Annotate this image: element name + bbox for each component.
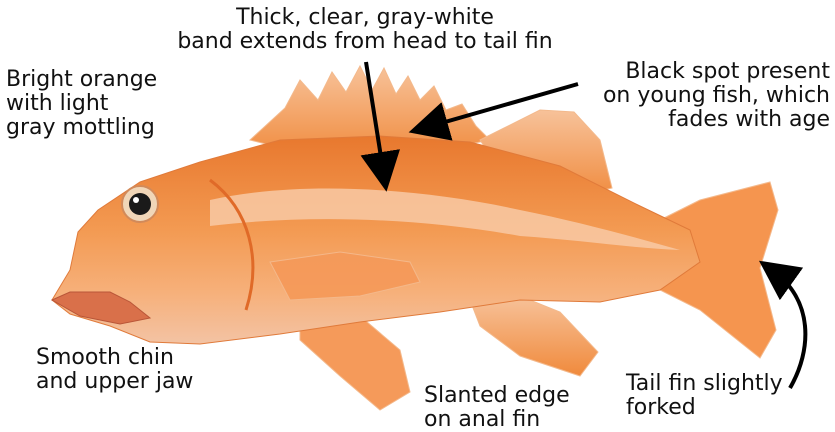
label-tail-line-1: Tail fin slightly: [626, 372, 783, 396]
label-tail: Tail fin slightly forked: [626, 372, 783, 420]
label-band-line-2: band extends from head to tail fin: [170, 30, 560, 54]
label-orange-line-3: gray mottling: [6, 116, 157, 140]
label-spot: Black spot present on young fish, which …: [560, 60, 830, 132]
label-spot-line-3: fades with age: [560, 108, 830, 132]
label-chin-line-2: and upper jaw: [36, 370, 193, 394]
label-anal-fin: Slanted edge on anal fin: [424, 384, 570, 432]
label-orange-line-2: with light: [6, 92, 157, 116]
label-chin: Smooth chin and upper jaw: [36, 346, 193, 394]
label-band-line-1: Thick, clear, gray-white: [170, 6, 560, 30]
label-spot-line-2: on young fish, which: [560, 84, 830, 108]
label-chin-line-1: Smooth chin: [36, 346, 193, 370]
label-anal-line-1: Slanted edge: [424, 384, 570, 408]
label-orange-line-1: Bright orange: [6, 68, 157, 92]
label-spot-line-1: Black spot present: [560, 60, 830, 84]
anal-fin: [470, 296, 598, 376]
label-band: Thick, clear, gray-white band extends fr…: [170, 6, 560, 54]
label-anal-line-2: on anal fin: [424, 408, 570, 432]
label-orange: Bright orange with light gray mottling: [6, 68, 157, 140]
label-tail-line-2: forked: [626, 396, 783, 420]
